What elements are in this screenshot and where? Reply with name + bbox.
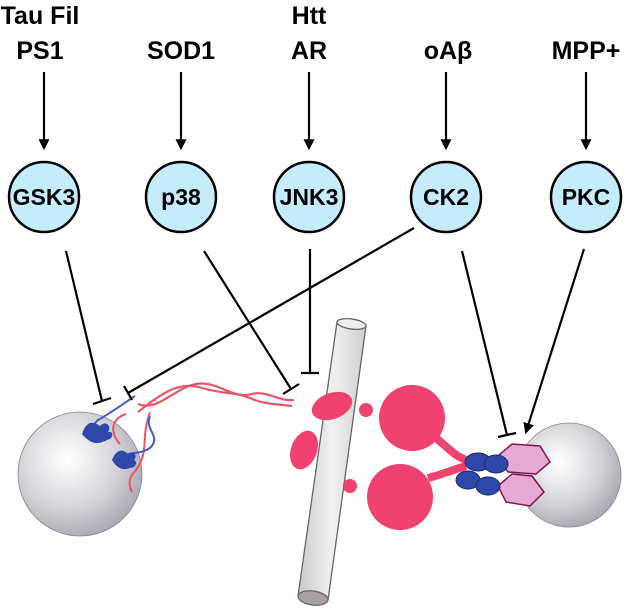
kinase-node-ck2: CK2	[409, 160, 483, 234]
left-vesicle	[17, 411, 143, 537]
cargo-adapter	[455, 443, 551, 507]
kinase-node-pkc: PKC	[549, 160, 623, 234]
kinase-label-pkc: PKC	[562, 184, 611, 210]
jnk3-input-label-1: Htt	[292, 2, 327, 30]
kinase-label-jnk3: JNK3	[280, 184, 339, 210]
ck2-input-label: oAβ	[424, 37, 473, 65]
right-vesicle	[516, 422, 622, 528]
kinase-label-gsk3: GSK3	[13, 184, 76, 210]
input-labels: Tau Fil PS1 SOD1 Htt AR oAβ MPP+	[1, 2, 621, 65]
gsk3-input-label-2: PS1	[16, 37, 63, 65]
kinase-label-ck2: CK2	[423, 184, 469, 210]
jnk3-input-label-2: AR	[291, 37, 327, 65]
inhibition-lines	[64, 227, 586, 439]
kinase-nodes: GSK3 p38 JNK3 CK2 PKC	[7, 160, 623, 234]
ck2-inhibits-tau	[127, 227, 415, 394]
pkc-activates-adapter	[523, 248, 586, 435]
p38-input-label: SOD1	[147, 37, 215, 65]
tau-filament	[82, 382, 295, 493]
activation-arrows	[38, 72, 592, 151]
pkc-input-label: MPP+	[552, 37, 621, 65]
kinase-node-jnk3: JNK3	[272, 160, 346, 234]
gsk3-inhibits-tau	[64, 250, 104, 402]
kinase-node-p38: p38	[144, 160, 218, 234]
ck2-inhibits-light-chain	[460, 250, 509, 436]
microtubule	[297, 317, 367, 606]
kinesin-motor	[289, 385, 468, 530]
p38-inhibits-kinesin	[203, 250, 292, 390]
kinase-node-gsk3: GSK3	[7, 160, 81, 234]
gsk3-input-label-1: Tau Fil	[1, 2, 80, 30]
kinase-label-p38: p38	[161, 184, 201, 210]
